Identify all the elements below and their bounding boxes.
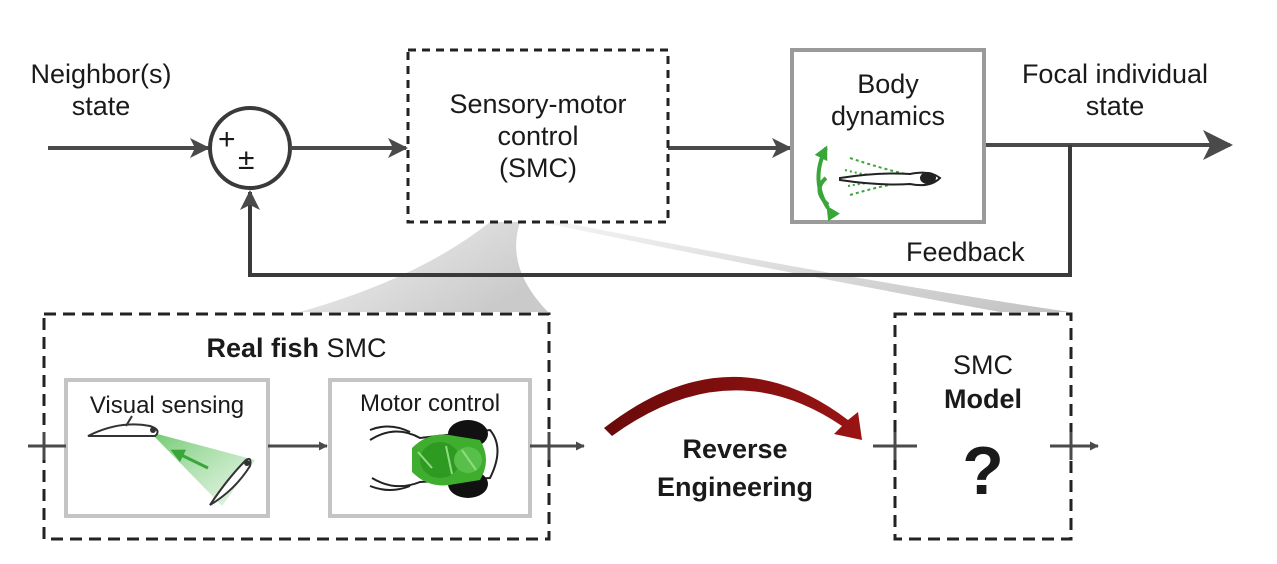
reverse-line2: Engineering	[656, 472, 813, 502]
focal-line2: state	[1085, 91, 1145, 121]
visual-sensing-label: Visual sensing	[89, 392, 245, 419]
smc-box	[406, 48, 670, 224]
reverse-engineering-label: Reverse Engineering	[610, 430, 860, 506]
model-line1: SMC	[953, 350, 1013, 380]
unknown-model-mark: ?	[962, 433, 1004, 509]
smc-label: Sensory-motor control (SMC)	[408, 88, 668, 184]
smc-model-box	[893, 312, 1073, 541]
sum-plus-sign: +	[218, 123, 236, 156]
reverse-line1: Reverse	[682, 434, 788, 464]
motor-control-label: Motor control	[359, 390, 501, 417]
visual-sensing-icon	[87, 415, 255, 506]
sum-plus-minus-sign: ±	[238, 143, 255, 176]
body-dynamics-label: Body dynamics	[792, 68, 984, 132]
reverse-engineering-arrow	[604, 376, 862, 440]
smc-model-label: SMC Model	[895, 348, 1071, 416]
feedback-path	[240, 145, 1072, 277]
projection-fan-right	[540, 222, 1070, 312]
fish-body-icon	[814, 145, 942, 222]
body-line1: Body	[857, 69, 919, 99]
model-line2: Model	[944, 384, 1022, 414]
real-fish-smc-title: Real fish SMC	[44, 332, 549, 364]
body-line2: dynamics	[830, 101, 946, 131]
focal-line1: Focal individual	[1021, 59, 1209, 89]
neighbor-line1: Neighbor(s)	[30, 59, 172, 89]
smc-line1: Sensory-motor	[449, 89, 627, 119]
real-fish-smc-box	[42, 312, 551, 541]
neighbor-state-label: Neighbor(s) state	[26, 58, 176, 122]
real-fish-rest: SMC	[319, 333, 387, 363]
real-fish-bold: Real fish	[206, 333, 320, 363]
smc-line2: control	[497, 121, 579, 151]
projection-fan-left	[300, 222, 548, 312]
smc-line3: (SMC)	[499, 153, 577, 183]
fish-brain-icon	[369, 420, 499, 498]
neighbor-line2: state	[71, 91, 131, 121]
focal-state-label: Focal individual state	[995, 58, 1235, 122]
feedback-label: Feedback	[906, 237, 1025, 267]
